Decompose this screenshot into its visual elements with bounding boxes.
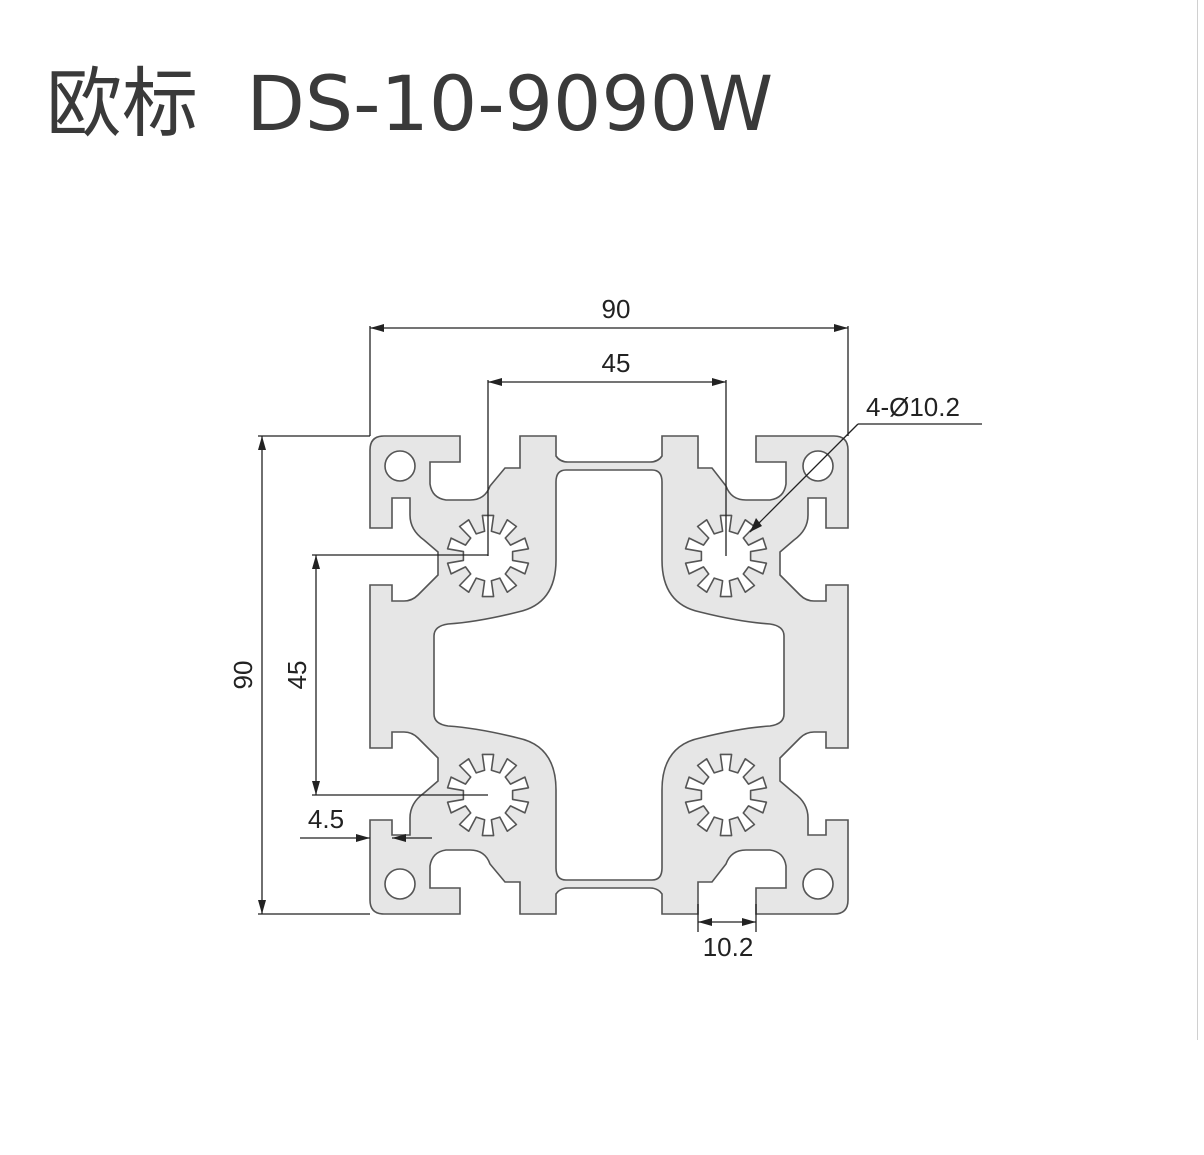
- dim-label-slot: 10.2: [703, 932, 754, 962]
- dim-overall-height: 90: [228, 435, 370, 915]
- corner-hole-bottom-left: [384, 868, 416, 900]
- dim-vertical-spacing: 45: [282, 554, 488, 796]
- dim-label-hole: 4-Ø10.2: [866, 392, 960, 422]
- profile-section: [369, 435, 849, 915]
- corner-hole-bottom-right: [802, 868, 834, 900]
- dim-label-lip: 4.5: [308, 804, 344, 834]
- dim-overall-width: 90: [369, 294, 849, 436]
- spline-hole-bottom-right: [684, 753, 768, 837]
- corner-hole-top-right: [802, 450, 834, 482]
- dim-lip-depth: 4.5: [300, 804, 432, 842]
- dim-label-h-spacing: 45: [602, 348, 631, 378]
- dim-slot-width: 10.2: [697, 904, 757, 962]
- corner-hole-top-left: [384, 450, 416, 482]
- dim-label-width: 90: [602, 294, 631, 324]
- dim-hole-callout: 4-Ø10.2: [749, 392, 982, 533]
- center-cavity: [433, 469, 785, 881]
- page-title: 欧标 DS-10-9090W: [46, 59, 774, 148]
- dim-label-height: 90: [228, 661, 258, 690]
- dim-horizontal-spacing: 45: [487, 348, 727, 556]
- edge-divider: [1197, 0, 1198, 1040]
- dim-label-v-spacing: 45: [282, 661, 312, 690]
